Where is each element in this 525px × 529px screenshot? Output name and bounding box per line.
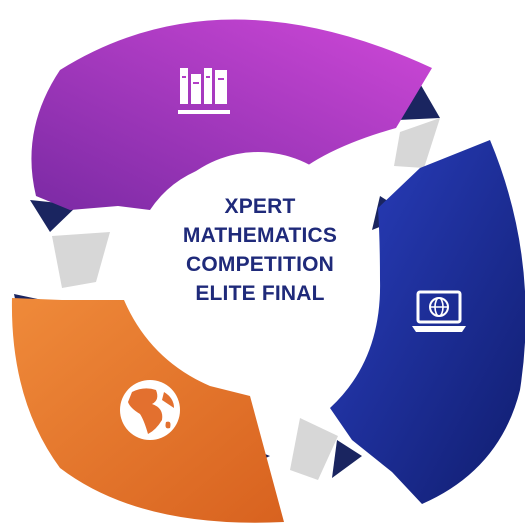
center-line-1: XPERT xyxy=(224,195,296,218)
segment-top xyxy=(31,19,433,210)
laptop-globe-icon xyxy=(412,290,466,332)
books-icon xyxy=(178,68,230,114)
cycle-arrows xyxy=(52,118,440,480)
arrow-left xyxy=(52,232,110,288)
center-line-2: MATHEMATICS xyxy=(182,224,338,247)
center-line-4: ELITE FINAL xyxy=(195,282,325,305)
earth-icon xyxy=(120,380,180,440)
center-title: XPERT MATHEMATICS COMPETITION ELITE FINA… xyxy=(150,192,370,308)
arrow-bottom xyxy=(290,418,338,480)
center-circle xyxy=(148,152,368,372)
center-line-3: COMPETITION xyxy=(185,253,335,276)
arrow-top-right xyxy=(394,118,440,168)
